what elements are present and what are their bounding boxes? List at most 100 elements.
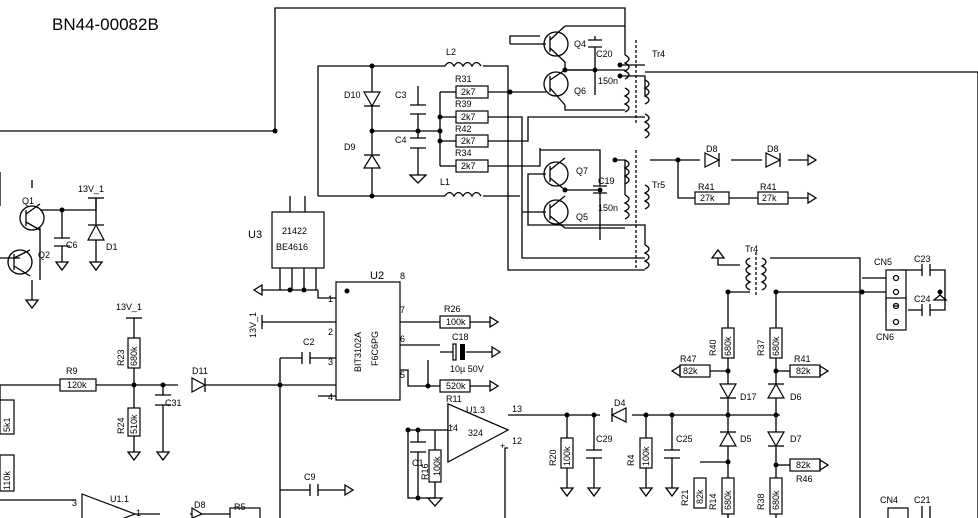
label-r42: R42 <box>455 124 472 134</box>
label-c23: C23 <box>914 254 931 264</box>
diodes <box>87 91 786 518</box>
pin-u2-5: 5 <box>400 370 405 380</box>
capacitor-c6 <box>54 237 70 247</box>
label-c1: C1 <box>412 458 424 468</box>
resistor-r34 <box>455 159 489 173</box>
label-q7: Q7 <box>576 166 588 176</box>
capacitors <box>54 39 931 518</box>
ic-u3 <box>271 211 325 269</box>
capacitor-c2 <box>301 352 316 364</box>
value-r41a: 27k <box>700 193 715 203</box>
label-13v-a: 13V_1 <box>78 184 104 194</box>
label-r41a: R41 <box>698 182 715 192</box>
value-r46: 82k <box>796 460 811 470</box>
value-r21: 82k <box>695 489 705 504</box>
label-u13: U1.3 <box>466 405 485 415</box>
supply-bars <box>88 197 263 329</box>
part-u13: 324 <box>468 428 483 438</box>
pin-u13-minus: - <box>450 421 453 431</box>
pin-u13-13: 13 <box>512 404 522 414</box>
transistor-q5 <box>543 195 569 229</box>
capacitor-c23 <box>921 264 931 276</box>
part-u3-line1: 21422 <box>282 226 307 236</box>
transistor-q2 <box>7 249 33 277</box>
transformer-tr4-bottom <box>745 252 767 295</box>
diode-d8c <box>191 506 204 518</box>
resistor-r24 <box>127 407 141 437</box>
diode-d6 <box>766 382 786 399</box>
label-r21: R21 <box>680 489 690 506</box>
diode-d8a <box>704 152 721 168</box>
label-cn5: CN5 <box>874 257 892 267</box>
resistor-r11 <box>439 379 471 393</box>
value-r34: 2k7 <box>461 161 476 171</box>
page-title: BN44-00082B <box>52 15 159 34</box>
label-r9: R9 <box>66 366 78 376</box>
resistors <box>0 85 821 518</box>
transistor-q1 <box>19 203 45 231</box>
label-r23: R23 <box>116 349 126 366</box>
label-q4: Q4 <box>574 39 586 49</box>
value-r16: 100k <box>432 456 442 476</box>
resistor-r20 <box>560 437 574 469</box>
label-q2: Q2 <box>38 250 50 260</box>
label-tr5: Tr5 <box>652 180 665 190</box>
value-r41b: 27k <box>762 193 777 203</box>
diode-d1 <box>87 223 105 241</box>
resistor-r39 <box>455 110 489 124</box>
value-r47: 82k <box>683 366 698 376</box>
capacitor-c20 <box>588 39 602 48</box>
label-u11: U1.1 <box>110 494 129 504</box>
label-r14: R14 <box>708 493 718 510</box>
label-d10: D10 <box>344 90 361 100</box>
pin-u2-7: 7 <box>400 305 405 315</box>
diode-d9 <box>362 153 382 169</box>
resistor-r21 <box>693 477 707 509</box>
label-l2: L2 <box>446 47 456 57</box>
label-d5: D5 <box>740 434 752 444</box>
label-q5: Q5 <box>576 212 588 222</box>
label-r40: R40 <box>708 339 718 356</box>
pin-u13-12: 12 <box>512 436 522 446</box>
pin-u2-4: 4 <box>328 392 333 402</box>
resistor-left-5k1 <box>0 399 15 435</box>
inductor-l1 <box>444 191 482 198</box>
capacitor-c31 <box>155 394 171 406</box>
value-r20: 100k <box>562 446 572 466</box>
pin-u2-6: 6 <box>400 334 405 344</box>
capacitor-c24 <box>921 304 931 316</box>
label-tr4-bottom: Tr4 <box>745 244 758 254</box>
value-r26: 100k <box>446 317 466 327</box>
label-u2: U2 <box>370 270 384 282</box>
pin-u11-3: 3 <box>72 498 77 508</box>
label-tr4-top: Tr4 <box>652 49 665 59</box>
ic-u2 <box>335 281 401 401</box>
resistor-r41a <box>694 191 730 205</box>
resistor-r38 <box>769 477 783 515</box>
resistor-r31 <box>455 85 489 99</box>
capacitor-c3 <box>410 104 426 115</box>
diode-d11 <box>191 376 207 394</box>
value-r9: 120k <box>67 380 87 390</box>
resistor-left-110k <box>0 454 15 492</box>
junctions <box>59 62 943 501</box>
value-left-5k1: 5k1 <box>2 417 12 432</box>
ground-symbols <box>24 153 948 507</box>
value-r37: 680k <box>771 336 781 356</box>
diode-d4 <box>610 407 627 423</box>
resistor-r16 <box>428 449 442 483</box>
label-r31: R31 <box>455 74 472 84</box>
transistor-q7 <box>543 157 569 191</box>
capacitor-c18 <box>440 343 470 361</box>
label-c19: C19 <box>598 176 615 186</box>
label-c24: C24 <box>914 294 931 304</box>
label-r46: R46 <box>796 474 813 484</box>
label-u3: U3 <box>248 229 262 241</box>
value-c20: 150n <box>598 76 618 86</box>
label-d8c: D8 <box>194 500 206 510</box>
label-r39: R39 <box>455 99 472 109</box>
label-r4: R4 <box>626 454 636 466</box>
inductor-l2 <box>444 61 482 68</box>
label-c9: C9 <box>304 472 316 482</box>
value-r39: 2k7 <box>461 112 476 122</box>
